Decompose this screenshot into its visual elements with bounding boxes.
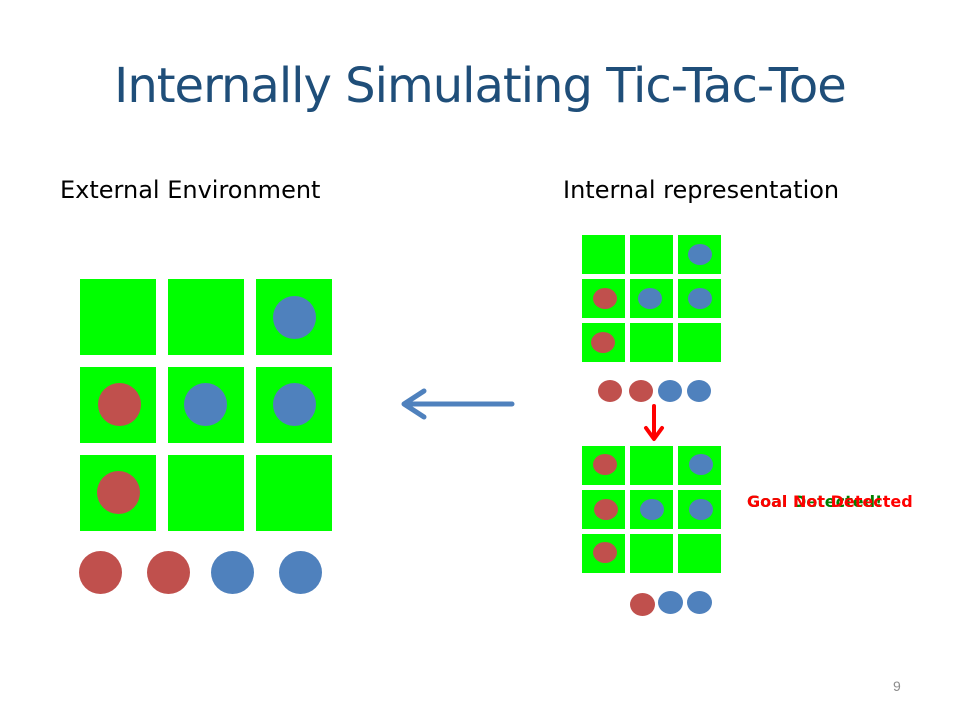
blue-piece — [279, 551, 322, 594]
red-piece — [593, 542, 617, 563]
external-cell — [168, 455, 244, 531]
internal-cell — [630, 235, 673, 274]
red-piece — [598, 380, 622, 402]
blue-piece — [658, 591, 683, 614]
internal-cell — [630, 446, 673, 485]
red-piece — [593, 454, 617, 475]
blue-piece — [689, 499, 713, 520]
goal-not-detected-text: Goal Not Detected — [747, 492, 913, 511]
red-piece — [147, 551, 190, 594]
internal-cell — [630, 534, 673, 573]
red-piece — [629, 380, 653, 402]
blue-piece — [687, 591, 712, 614]
red-piece — [97, 471, 140, 514]
external-cell — [168, 279, 244, 355]
red-piece — [630, 593, 655, 616]
external-environment-label: External Environment — [60, 176, 321, 204]
blue-piece — [687, 380, 711, 402]
internal-cell — [678, 323, 721, 362]
blue-piece — [640, 499, 664, 520]
red-piece — [79, 551, 122, 594]
red-piece — [591, 332, 615, 353]
down-arrow-icon — [644, 404, 664, 441]
slide-title: Internally Simulating Tic-Tac-Toe — [114, 58, 847, 114]
internal-cell — [630, 323, 673, 362]
blue-piece — [184, 383, 227, 426]
blue-piece — [689, 454, 713, 475]
blue-piece — [688, 244, 712, 265]
blue-piece — [273, 383, 316, 426]
internal-cell — [582, 235, 625, 274]
goal-detected-text: Goal Detected! — [747, 492, 883, 511]
external-cell — [256, 455, 332, 531]
red-piece — [98, 383, 141, 426]
red-piece — [593, 288, 617, 309]
external-cell — [80, 279, 156, 355]
red-piece — [594, 499, 618, 520]
page-number: 9 — [893, 678, 901, 694]
blue-piece — [211, 551, 254, 594]
blue-piece — [273, 296, 316, 339]
left-arrow-icon — [401, 388, 515, 420]
internal-representation-label: Internal representation — [563, 176, 840, 204]
internal-cell — [678, 534, 721, 573]
blue-piece — [638, 288, 662, 309]
blue-piece — [688, 288, 712, 309]
blue-piece — [658, 380, 682, 402]
